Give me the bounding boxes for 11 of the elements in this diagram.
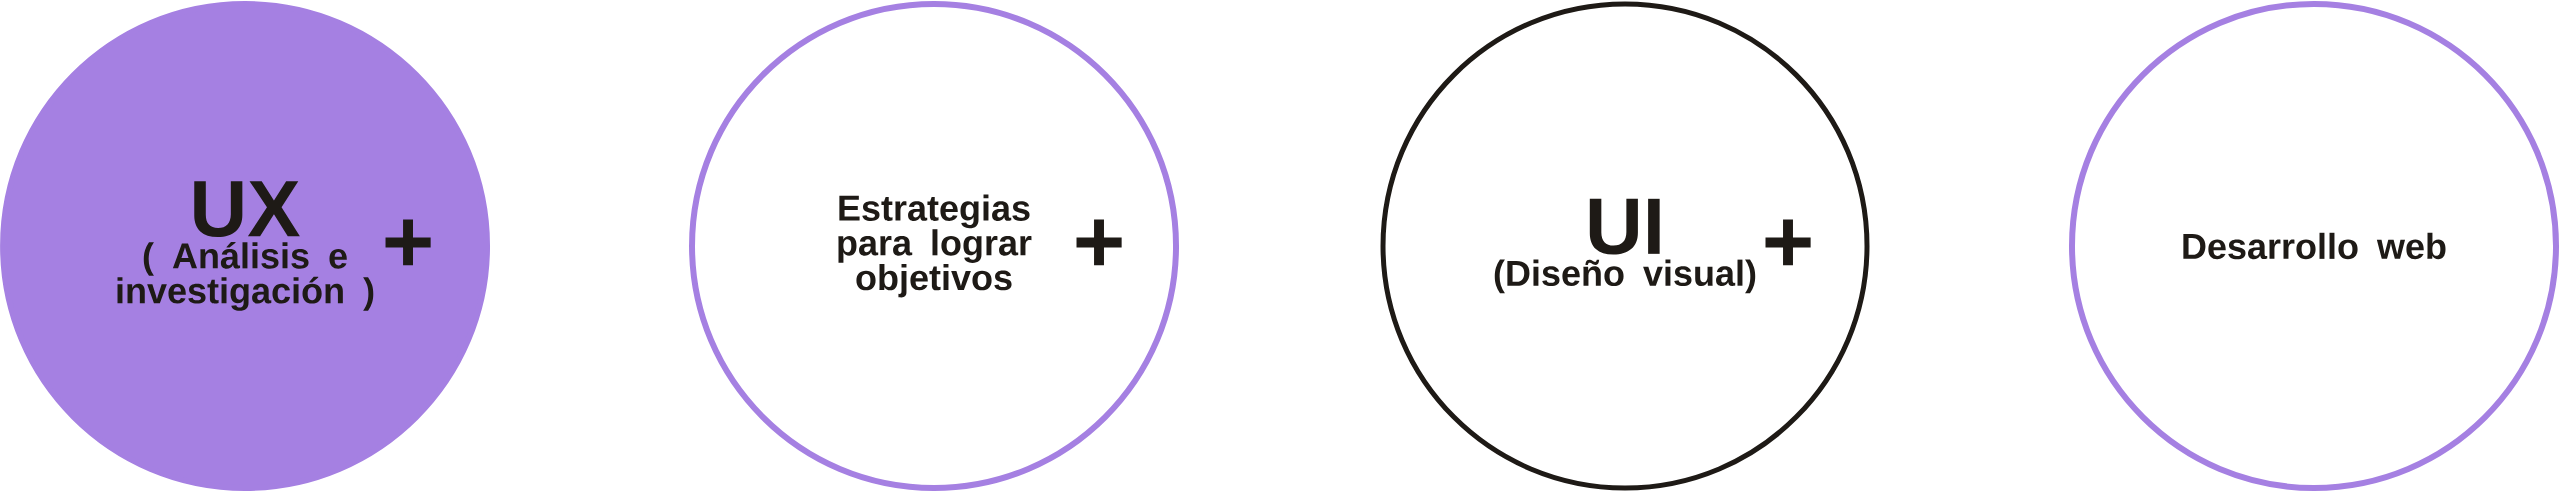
circle [2069,1,2559,491]
circle-text: Estrategias para lograr objetivos [838,194,1032,298]
plus-sign: + [1765,219,1811,266]
plus-sign: + [385,219,431,266]
plus-sign: + [1076,219,1122,266]
circle-text: Desarrollo web [2183,232,2446,260]
circle [1380,1,1870,491]
circle-text: UI (Diseño visual) [1494,198,1756,294]
circle [0,1,491,491]
circle [689,1,1179,491]
circle-text: UX ( Análisis e investigación ) [117,181,374,311]
